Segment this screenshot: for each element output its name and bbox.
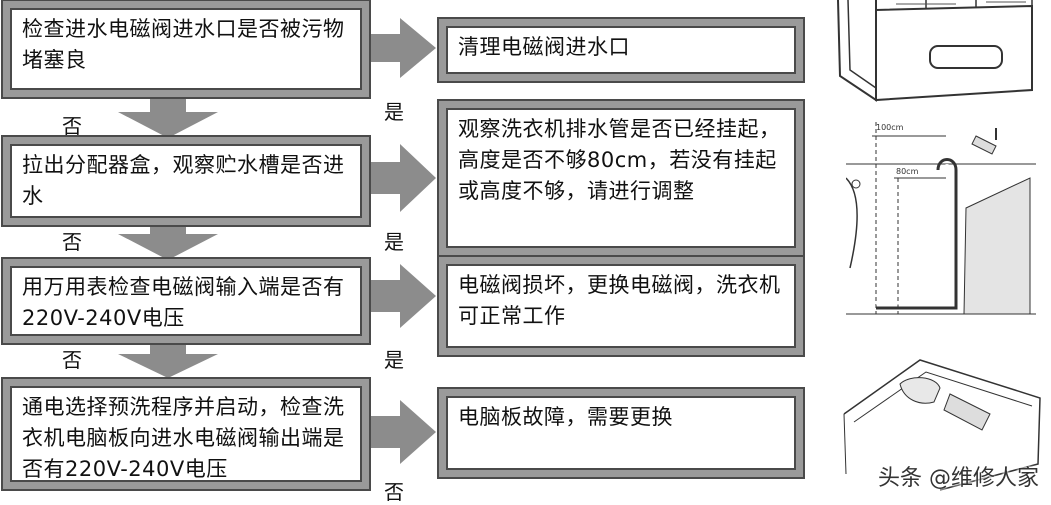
result-text-1: 清理电磁阀进水口 xyxy=(458,35,630,59)
check-box-3: 用万用表检查电磁阀输入端是否有220V-240V电压 xyxy=(10,266,362,336)
yes-label-3: 是 xyxy=(384,348,404,372)
no-label-3: 否 xyxy=(62,348,82,372)
no-label-2: 否 xyxy=(62,230,82,254)
result-box-3: 电磁阀损坏，更换电磁阀，洗衣机可正常工作 xyxy=(446,264,796,348)
right-arrow-4 xyxy=(368,400,436,464)
result-text-2: 观察洗衣机排水管是否已经挂起，高度是否不够80cm，若没有挂起或高度不够，请进行… xyxy=(458,117,781,203)
yes-label-1: 是 xyxy=(384,100,404,124)
watermark-text: 头条 @维修人家 xyxy=(878,466,1039,491)
result-box-2: 观察洗衣机排水管是否已经挂起，高度是否不够80cm，若没有挂起或高度不够，请进行… xyxy=(446,108,796,248)
right-arrow-2 xyxy=(368,144,436,212)
result-text-3: 电磁阀损坏，更换电磁阀，洗衣机可正常工作 xyxy=(458,273,781,328)
dispenser-drawer-illustration xyxy=(837,0,1033,102)
check-box-2: 拉出分配器盒，观察贮水槽是否进水 xyxy=(10,144,362,218)
down-arrow-2 xyxy=(118,224,218,260)
check-text-2: 拉出分配器盒，观察贮水槽是否进水 xyxy=(22,153,345,208)
check-text-1: 检查进水电磁阀进水口是否被污物堵塞良 xyxy=(22,17,345,72)
drain-hose-height-illustration: 100cm 80cm xyxy=(846,122,1036,315)
result-text-4: 电脑板故障，需要更换 xyxy=(458,405,673,429)
check-text-3: 用万用表检查电磁阀输入端是否有220V-240V电压 xyxy=(22,275,345,330)
result-box-1: 清理电磁阀进水口 xyxy=(446,26,796,74)
no-label-4: 否 xyxy=(384,480,404,504)
right-arrow-3 xyxy=(368,264,436,328)
no-label-1: 否 xyxy=(62,114,82,138)
inlet-valve-illustration xyxy=(843,359,1041,491)
check-box-4: 通电选择预洗程序并启动，检查洗衣机电脑板向进水电磁阀输出端是否有220V-240… xyxy=(10,386,362,482)
height-100-label: 100cm xyxy=(876,123,904,132)
down-arrow-1 xyxy=(118,96,218,138)
yes-label-2: 是 xyxy=(384,230,404,254)
down-arrow-3 xyxy=(118,342,218,378)
check-box-1: 检查进水电磁阀进水口是否被污物堵塞良 xyxy=(10,8,362,90)
check-text-4: 通电选择预洗程序并启动，检查洗衣机电脑板向进水电磁阀输出端是否有220V-240… xyxy=(22,395,345,481)
result-box-4: 电脑板故障，需要更换 xyxy=(446,396,796,470)
right-arrow-1 xyxy=(368,18,436,78)
height-80-label: 80cm xyxy=(896,167,919,176)
